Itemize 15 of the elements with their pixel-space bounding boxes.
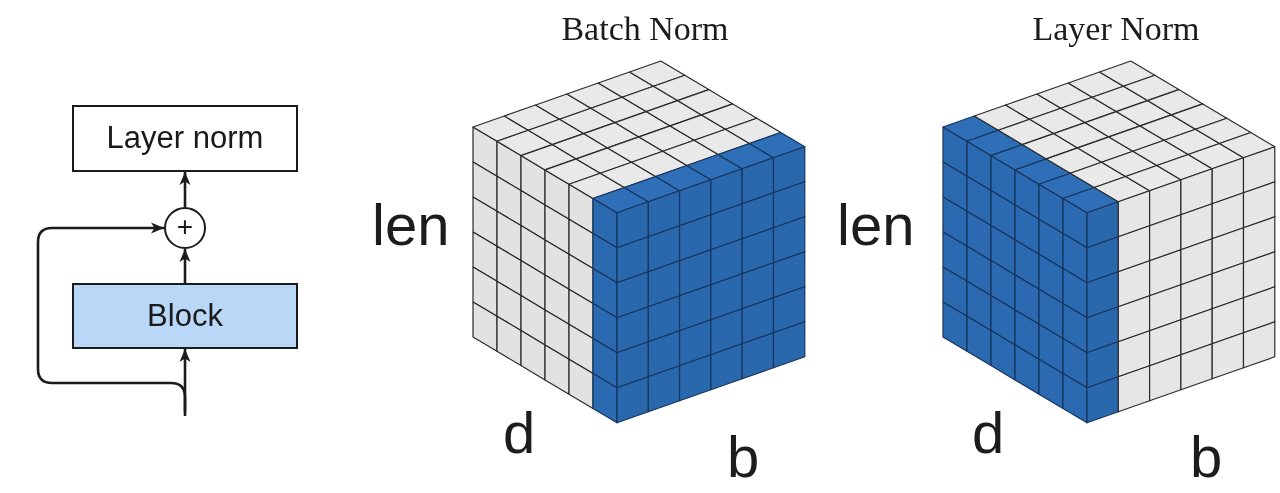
arrow [179, 249, 191, 283]
sum-operator-circle: + [164, 207, 206, 249]
axis-label: d [503, 404, 536, 462]
axis-label: b [1190, 428, 1223, 486]
axis-label: b [727, 428, 760, 486]
axis-label: len [837, 196, 915, 254]
axis-label: len [372, 196, 450, 254]
panel-title: Layer Norm [1032, 12, 1200, 46]
arrow [179, 349, 191, 416]
arrow [179, 172, 191, 207]
process-box: Layer norm [72, 105, 298, 172]
process-box: Block [72, 283, 298, 349]
arrow [36, 222, 187, 412]
axis-label: d [972, 404, 1005, 462]
panel-title: Batch Norm [561, 12, 729, 46]
